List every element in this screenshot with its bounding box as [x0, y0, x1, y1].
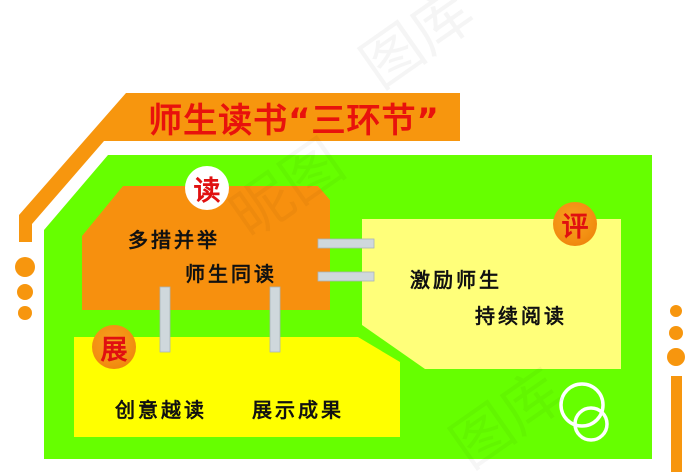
- rings-icon: [559, 382, 609, 442]
- show-line-1: 创意越读: [115, 398, 207, 422]
- read-panel: [82, 186, 330, 310]
- show-line-2: 展示成果: [252, 398, 344, 422]
- svg-text:图库: 图库: [348, 0, 486, 102]
- evaluate-line-1: 激励师生: [410, 268, 502, 292]
- evaluate-line-2: 持续阅读: [475, 304, 567, 328]
- read-line-2: 师生同读: [185, 262, 277, 286]
- show-panel: [74, 337, 400, 437]
- frame-bracket: [19, 93, 460, 242]
- diagram-title: 师生读书“三环节”: [148, 100, 440, 141]
- evaluate-panel: [362, 219, 621, 369]
- left-dots: [15, 257, 35, 320]
- read-line-1: 多措并举: [128, 228, 220, 252]
- show-badge: 展: [92, 325, 136, 369]
- evaluate-badge: 评: [553, 202, 597, 246]
- read-badge: 读: [185, 166, 229, 210]
- connectors: [159, 238, 375, 353]
- right-dots: [667, 305, 685, 472]
